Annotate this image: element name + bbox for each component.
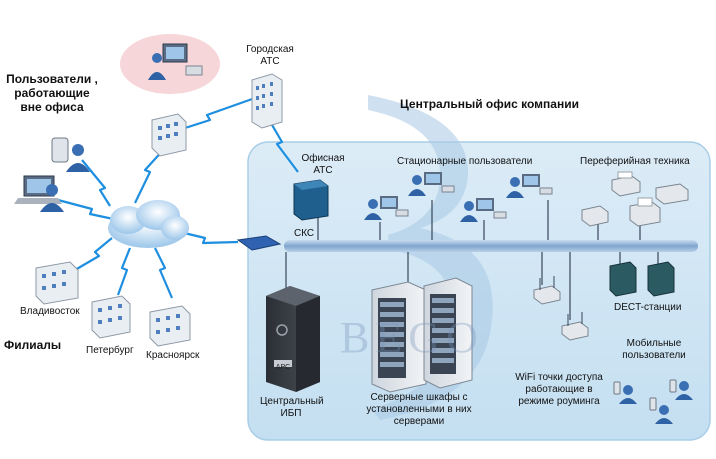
remote-office-bubble — [120, 34, 220, 94]
link-cloud-laptop — [57, 198, 119, 222]
vladivostok-label: Владивосток — [20, 306, 80, 317]
sks-label: СКС — [294, 228, 315, 239]
link-cloud-petersburg — [116, 247, 132, 296]
link-cloud-vladivostok — [74, 237, 113, 271]
printer-icon-2 — [581, 205, 609, 227]
link-citypbx-officepbx — [267, 117, 299, 173]
krasnoyarsk-label: Красноярск — [146, 350, 200, 361]
branches-label: Филиалы — [4, 338, 62, 352]
server-rack-icon-1 — [371, 281, 427, 393]
ups-label: Центральный ИБП — [260, 396, 324, 419]
internet-cloud — [108, 200, 189, 248]
stationary-user-icon-1 — [364, 196, 409, 220]
vladivostok-building-icon — [35, 261, 79, 305]
wifi-access-point-icon-1 — [533, 276, 561, 305]
ups-brand-label: APC — [275, 364, 291, 371]
stationary-users-label: Стационарные пользователи — [397, 156, 533, 167]
krasnoyarsk-building-icon — [149, 305, 191, 347]
remote-office-workstation-icon — [148, 43, 203, 80]
server-racks-label: Серверные шкафы с установленными в них с… — [366, 392, 472, 427]
office-pbx-label: Офисная АТС — [301, 153, 345, 176]
mobile-user-icon-2 — [669, 379, 693, 400]
peripherals-label: Переферийная техника — [580, 156, 690, 167]
wifi-label: WiFi точки доступа работающие в режиме р… — [515, 372, 603, 407]
dect-station-icon-1 — [609, 261, 637, 297]
stationary-user-icon-3 — [460, 198, 507, 222]
mobile-users-label: Мобильные пользователи — [622, 338, 686, 361]
dect-station-icon-2 — [647, 261, 675, 297]
dect-label: DECT-станции — [614, 302, 682, 313]
ups-icon — [266, 286, 320, 392]
petersburg-building-icon — [91, 295, 131, 339]
link-cloud-router — [179, 230, 239, 245]
link-cloud-phoneuser — [81, 159, 111, 207]
printer-icon-1 — [611, 171, 641, 197]
stationary-user-icon-2 — [408, 172, 455, 196]
stationary-user-icon-4 — [506, 174, 553, 198]
branch-building-icon — [151, 113, 187, 157]
central-office-label: Центральный офис компании — [400, 97, 579, 111]
link-cloud-krasnoyarsk — [154, 247, 174, 299]
office-pbx-icon — [293, 179, 329, 221]
wifi-access-point-icon-2 — [561, 312, 589, 341]
watermark-logo: BEGO — [340, 313, 484, 362]
mobile-user-icon-3 — [649, 397, 673, 424]
lan-bus — [284, 240, 698, 252]
scanner-icon — [655, 183, 689, 205]
link-cloud-building — [134, 147, 166, 204]
remote-phone-user-icon — [51, 137, 90, 172]
remote-laptop-user-icon — [14, 175, 64, 212]
city-pbx-building-icon — [251, 73, 283, 129]
server-rack-icon-2 — [423, 277, 473, 389]
petersburg-label: Петербург — [86, 345, 134, 356]
mobile-user-icon-1 — [613, 381, 637, 404]
city-pbx-label: Городская АТС — [246, 44, 294, 67]
link-building-citypbx — [184, 96, 256, 130]
fax-icon — [629, 197, 661, 227]
router-icon — [236, 235, 282, 251]
remote-users-label: Пользователи , работающие вне офиса — [6, 72, 98, 114]
